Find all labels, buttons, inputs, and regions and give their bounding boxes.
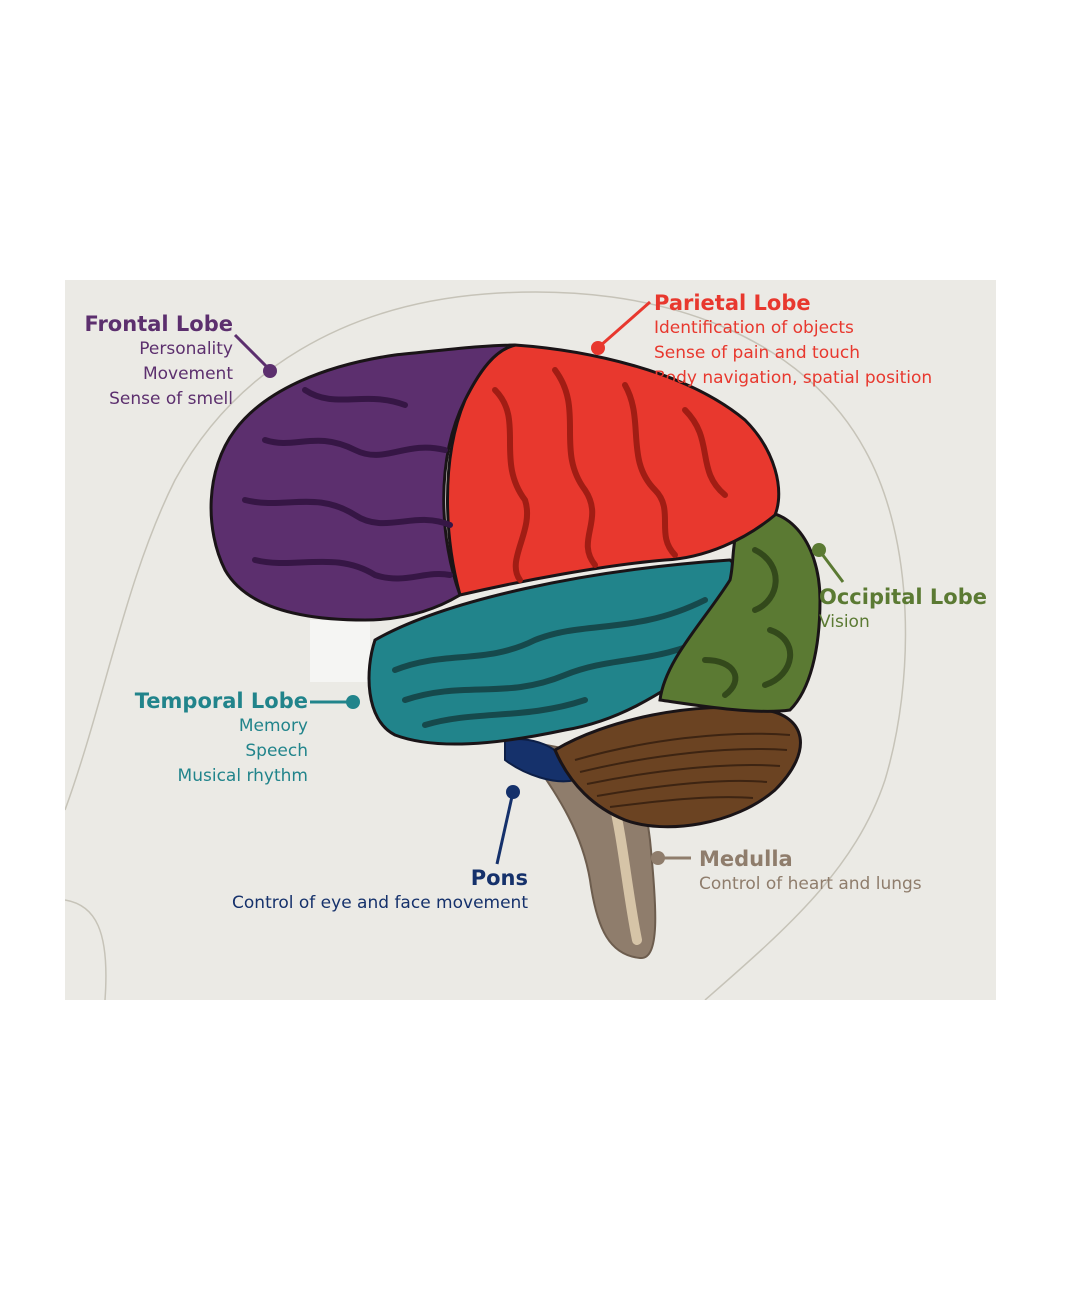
pons-label: Pons Control of eye and face movement	[232, 865, 528, 916]
occipital-lobe-title: Occipital Lobe	[819, 585, 987, 609]
frontal-lobe-function: Personality	[139, 339, 233, 359]
diagram-panel: Frontal Lobe Personality Movement Sense …	[65, 280, 996, 1000]
temporal-lobe-folds	[392, 597, 718, 728]
frontal-lobe-pointer	[233, 333, 277, 378]
frontal-lobe-folds	[242, 387, 453, 582]
temporal-lobe-label: Temporal Lobe Memory Speech Musical rhyt…	[135, 688, 308, 789]
frontal-lobe-function: Movement	[142, 364, 233, 384]
parietal-lobe-pointer	[591, 300, 651, 355]
temporal-lobe-function: Speech	[245, 741, 308, 761]
pons-function: Control of eye and face movement	[232, 893, 528, 913]
pons-title: Pons	[470, 866, 528, 890]
temporal-lobe-pointer	[310, 695, 360, 709]
parietal-lobe-title: Parietal Lobe	[654, 291, 811, 315]
temporal-lobe-function: Musical rhythm	[177, 766, 308, 786]
brain-illustration	[65, 291, 907, 1000]
neck-outline	[65, 899, 107, 1000]
occipital-lobe-function: Vision	[819, 612, 870, 632]
occipital-lobe-label: Occipital Lobe Vision	[819, 584, 987, 635]
parietal-lobe-label: Parietal Lobe Identification of objects …	[654, 290, 932, 391]
temporal-lobe-title: Temporal Lobe	[134, 689, 308, 713]
parietal-lobe-folds	[492, 367, 728, 583]
medulla-function: Control of heart and lungs	[699, 874, 922, 894]
parietal-lobe-function: Identification of objects	[654, 318, 854, 338]
occipital-lobe-pointer	[812, 543, 845, 583]
frontal-lobe-shape	[209, 343, 516, 622]
cerebellum-folds	[574, 732, 791, 808]
parietal-lobe-function: Body navigation, spatial position	[654, 368, 933, 388]
frontal-lobe-label: Frontal Lobe Personality Movement Sense …	[84, 311, 233, 412]
parietal-lobe-function: Sense of pain and touch	[654, 343, 860, 363]
parietal-lobe-shape	[446, 343, 781, 597]
highlight-patch	[310, 620, 370, 682]
frontal-lobe-function: Sense of smell	[109, 389, 233, 409]
frontal-lobe-title: Frontal Lobe	[84, 312, 233, 336]
medulla-title: Medulla	[699, 847, 793, 871]
occipital-lobe-shape	[658, 510, 822, 713]
temporal-lobe-function: Memory	[238, 716, 308, 736]
medulla-pointer	[651, 851, 691, 865]
medulla-label: Medulla Control of heart and lungs	[699, 846, 922, 897]
occipital-lobe-folds	[702, 547, 793, 698]
pons-pointer	[495, 785, 520, 865]
head-silhouette	[65, 291, 907, 1000]
